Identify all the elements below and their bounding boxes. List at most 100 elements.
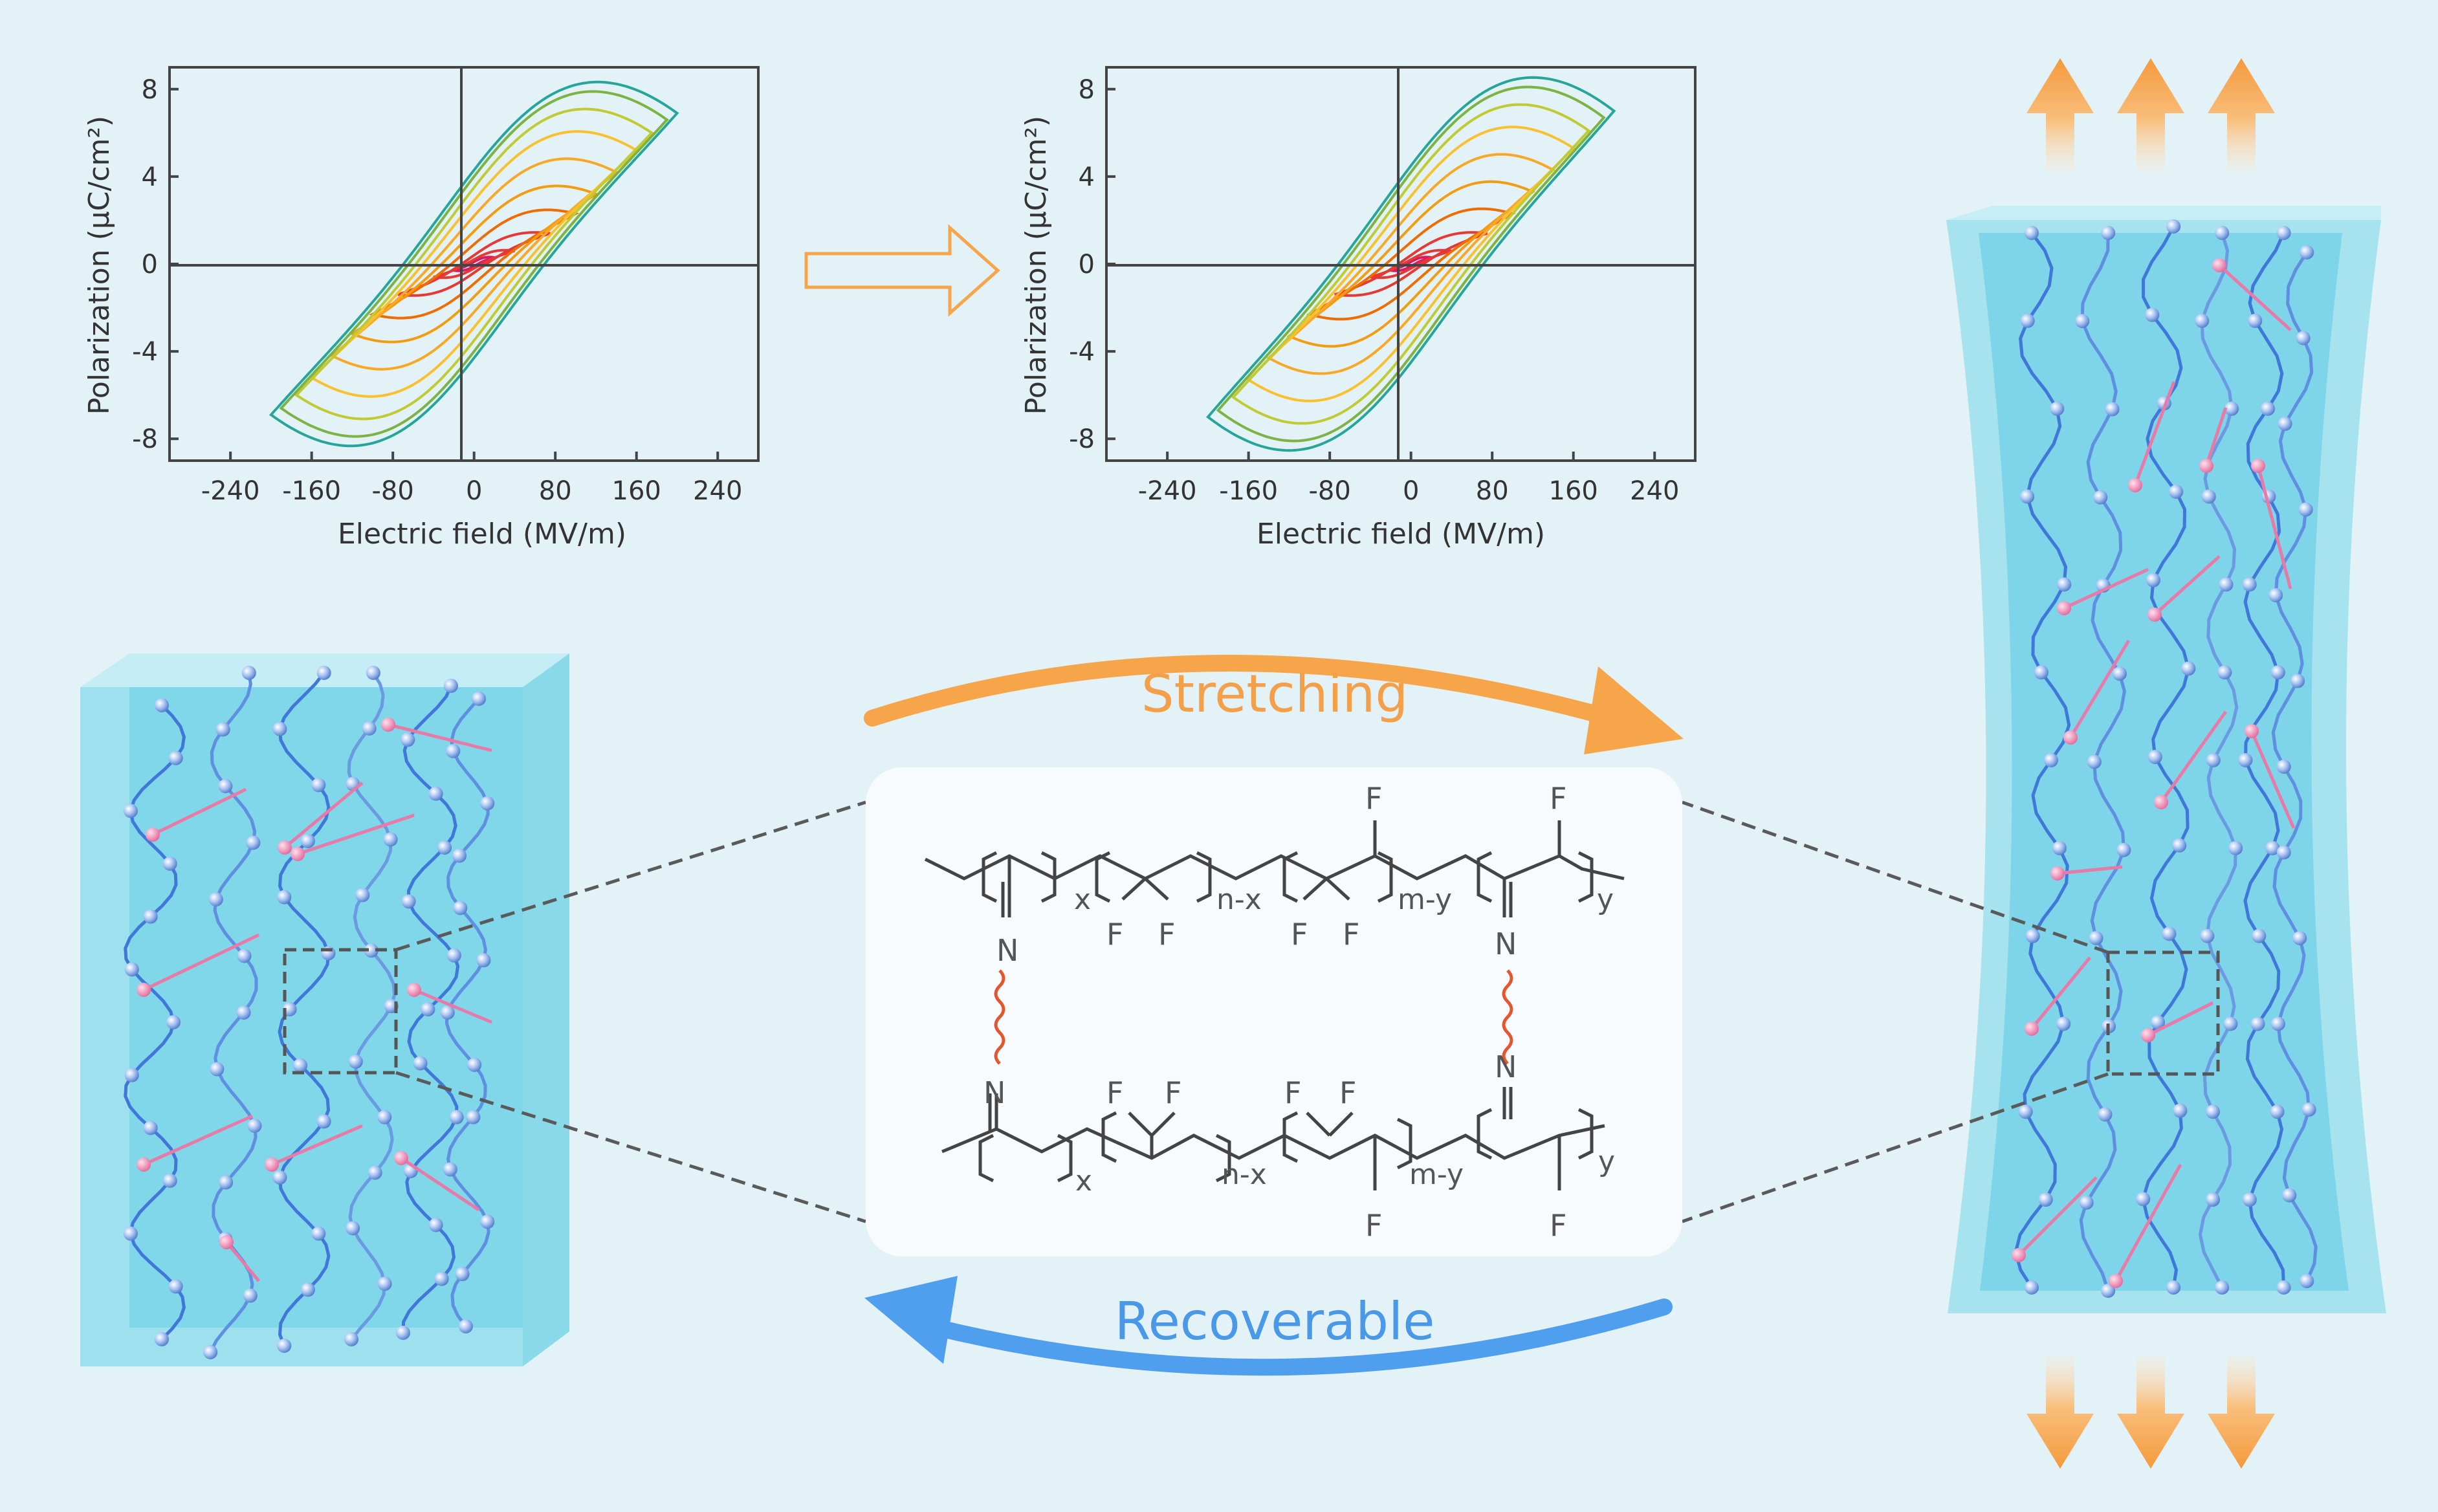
stretched-inner bbox=[1979, 233, 2349, 1291]
fluorine-label: F bbox=[1165, 1075, 1181, 1110]
nitrogen-label: N bbox=[996, 933, 1018, 968]
chain-bead bbox=[377, 1110, 392, 1124]
x-tick-label: 160 bbox=[1549, 476, 1598, 506]
crosslink-bond bbox=[2204, 407, 2228, 466]
chain-bead bbox=[2250, 1016, 2265, 1031]
chain-bead bbox=[277, 1339, 292, 1353]
crosslink-node bbox=[2012, 1248, 2026, 1262]
crosslink-bond bbox=[388, 723, 492, 752]
zoom-line bbox=[395, 800, 866, 952]
chain-bead bbox=[272, 721, 287, 736]
chain-bead bbox=[480, 1214, 495, 1229]
chain-bead bbox=[2215, 1280, 2230, 1295]
crosslink-node bbox=[2057, 601, 2071, 615]
hysteresis-loop bbox=[1334, 231, 1488, 297]
chain-bead bbox=[2146, 573, 2160, 587]
chain-bead bbox=[366, 666, 380, 680]
chain-bead bbox=[2296, 331, 2311, 345]
crosslink-bond bbox=[2030, 956, 2091, 1030]
chain-bead bbox=[2089, 931, 2103, 945]
crosslink-bond bbox=[2147, 1001, 2214, 1037]
subscript-x: x bbox=[1075, 1165, 1092, 1198]
x-tick-label: -80 bbox=[1309, 476, 1351, 506]
lower-chain-bonds bbox=[941, 1087, 1605, 1190]
crosslink-bond bbox=[2114, 1163, 2182, 1282]
nitrogen-label: N bbox=[1495, 926, 1517, 961]
chain-bead bbox=[208, 892, 223, 906]
chain-bead bbox=[2025, 226, 2039, 240]
chain-bead bbox=[2166, 1280, 2181, 1295]
chain-bead bbox=[2112, 666, 2127, 681]
y-tick-label: 8 bbox=[142, 75, 158, 105]
y-tick-label: 0 bbox=[1079, 250, 1095, 279]
subscript-m-y: m-y bbox=[1409, 1158, 1464, 1191]
chain-bead bbox=[2200, 928, 2215, 943]
hysteresis-loop bbox=[1216, 85, 1606, 443]
chain-bead bbox=[246, 835, 261, 850]
y-tick-label: -8 bbox=[1069, 424, 1095, 454]
fluorine-label: F bbox=[1106, 917, 1123, 952]
chain-bead bbox=[2162, 926, 2177, 941]
chain-bead bbox=[241, 666, 256, 680]
x-tick-label: 240 bbox=[693, 476, 742, 506]
y-tick-label: -8 bbox=[132, 424, 158, 454]
polymer-chains-right bbox=[2012, 219, 2318, 1298]
fluorine-label: F bbox=[1550, 781, 1566, 816]
chain-bead bbox=[2252, 928, 2267, 943]
crosslink-spacer-left bbox=[994, 969, 1005, 1065]
stretched-film-block bbox=[1946, 206, 2386, 1313]
arrow-head-icon bbox=[1584, 666, 1684, 754]
chain-bead bbox=[453, 901, 468, 915]
chain-bead bbox=[2248, 313, 2263, 328]
crosslink-node bbox=[2245, 724, 2259, 738]
crosslink-node bbox=[2128, 478, 2142, 492]
chain-bead bbox=[166, 1015, 181, 1029]
chain-bead bbox=[437, 840, 452, 855]
chain-bead bbox=[452, 848, 467, 863]
chain-bead bbox=[472, 692, 487, 706]
chain-bead bbox=[2276, 760, 2291, 774]
subscript-n-x: n-x bbox=[1216, 883, 1262, 916]
chain-bead bbox=[2079, 1195, 2094, 1210]
chain-bead bbox=[162, 857, 177, 871]
chain-bead bbox=[346, 1221, 360, 1236]
crosslink-bond bbox=[413, 988, 492, 1024]
y-tick-label: -4 bbox=[132, 337, 158, 367]
nitrogen-label: N bbox=[1495, 1049, 1517, 1084]
chain-bead bbox=[293, 1058, 308, 1073]
chain-bead bbox=[368, 1165, 382, 1180]
chain-bead bbox=[2101, 1284, 2116, 1298]
chain-bead bbox=[2075, 314, 2090, 329]
chain-bead bbox=[316, 1114, 331, 1129]
chain-bead bbox=[2020, 313, 2035, 328]
chain-bead bbox=[2116, 842, 2131, 857]
chain-bead bbox=[218, 779, 233, 793]
chain-bead bbox=[316, 666, 331, 680]
crosslink-bond bbox=[2069, 639, 2131, 739]
chain-bead bbox=[2056, 1016, 2071, 1031]
x-tick-label: -160 bbox=[282, 476, 341, 506]
fluorine-label: F bbox=[1158, 917, 1175, 952]
zoom-region-right bbox=[2106, 950, 2220, 1076]
crosslink-bond bbox=[2159, 710, 2228, 804]
unstretched-film-block bbox=[80, 653, 569, 1366]
chain-bead bbox=[443, 1162, 457, 1177]
chain-bead bbox=[2276, 1280, 2291, 1295]
crosslink-node bbox=[407, 983, 421, 997]
chain-bead bbox=[2223, 1016, 2238, 1031]
x-tick-label: -160 bbox=[1219, 476, 1278, 506]
chain-bead bbox=[277, 890, 292, 904]
chain-bead bbox=[210, 1062, 225, 1077]
crosslink-bond bbox=[2057, 865, 2123, 875]
crosslink-bond bbox=[2133, 381, 2176, 486]
chain-bead bbox=[124, 1068, 139, 1082]
chain-bead bbox=[300, 1282, 315, 1297]
tension-arrows-bottom bbox=[2026, 1355, 2275, 1469]
chain-bead bbox=[219, 1175, 234, 1190]
chain-bead bbox=[237, 948, 252, 963]
crosslink-bond bbox=[400, 1156, 480, 1212]
chain-bead bbox=[480, 796, 495, 811]
hollow-right-arrow-icon bbox=[804, 224, 1000, 317]
fluorine-label: F bbox=[1339, 1075, 1356, 1110]
